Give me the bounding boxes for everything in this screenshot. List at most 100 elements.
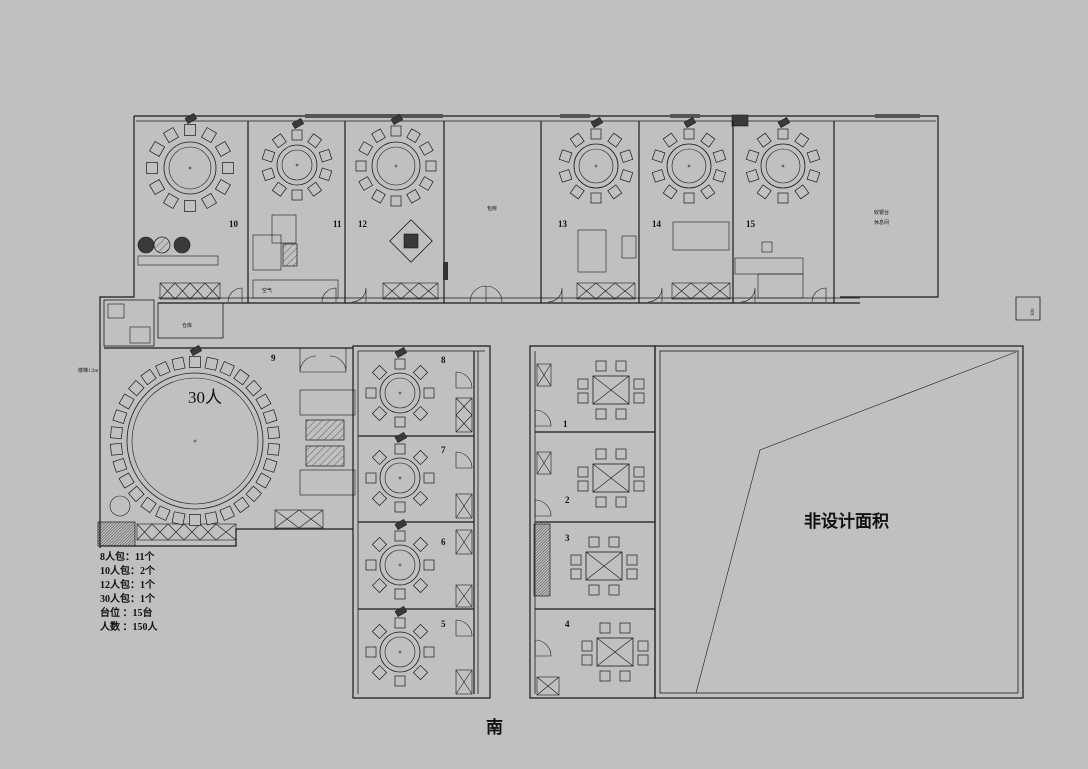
chair [608,584,620,596]
chair [700,184,716,200]
chair [619,622,631,634]
chair [756,132,772,148]
room-2-label: 2 [565,495,570,505]
chair [581,654,593,666]
chair [794,184,810,200]
chair [189,356,201,368]
table-room-7 [365,431,435,513]
chair [806,169,821,183]
chair [412,664,429,681]
chair [569,132,585,148]
chair [595,448,607,460]
summary-line: 8人包：11个 [100,550,155,563]
table-room-2 [577,448,645,508]
chair [599,622,611,634]
chair [112,409,128,424]
table-30-person [110,344,280,526]
chair [423,472,435,484]
chair [599,670,611,682]
chair [558,169,573,183]
chair [425,160,437,172]
chair [637,640,649,652]
chair [794,132,810,148]
chair [371,405,388,422]
chair [745,169,760,183]
chair [423,559,435,571]
table-room-6 [365,518,435,600]
room10-decor [137,236,219,266]
chair [222,162,234,174]
chair [128,379,145,397]
chair [371,449,388,466]
chair [423,387,435,399]
room-13-label: 13 [558,219,568,229]
svg-text:楼梯1:2m: 楼梯1:2m [78,367,98,374]
room-10-label: 10 [229,219,239,229]
chair [615,408,627,420]
table-room-3 [570,536,638,596]
chair [570,554,582,566]
chair [806,149,821,163]
chair [662,184,678,200]
chair [633,466,645,478]
chair [412,577,429,594]
non-design-area-label: 非设计面积 [804,511,889,532]
thirty-people-label: 30人 [188,388,222,407]
chair [271,181,287,197]
room-1-label: 1 [563,419,568,429]
room-11-label: 11 [333,219,342,229]
svg-text:收银台: 收银台 [874,209,889,216]
room13-lounge [577,229,637,273]
chair [355,160,367,172]
room-8-label: 8 [441,355,446,365]
table-room-4 [581,622,649,682]
chair [588,584,600,596]
non-design-area [654,345,1024,699]
table-room-15 [745,116,821,204]
chair [318,148,333,163]
central-counters [455,371,473,695]
chair [595,408,607,420]
chair [412,405,429,422]
chair [615,496,627,508]
room11-lounge [252,214,298,271]
svg-text:休息间: 休息间 [874,219,889,226]
chair [371,364,388,381]
chair [149,179,166,195]
chair [390,195,402,207]
chair [262,409,278,424]
chair [394,530,406,542]
chair [261,167,276,182]
chair [149,141,166,157]
chair [577,392,589,404]
chair [633,378,645,390]
chair [255,393,272,410]
chair [155,505,171,521]
west-wing-walls: 仓库 楼梯1:2m [78,299,356,547]
chair [204,511,219,526]
chair [184,124,196,136]
chair [700,132,716,148]
chair [595,496,607,508]
chair [394,358,406,370]
chair [712,149,727,163]
chair [371,490,388,507]
chair [569,184,585,200]
room14-lounge [672,221,730,251]
chair [307,133,323,149]
chair [201,127,217,144]
svg-text:300: 300 [1031,308,1036,316]
chair [756,184,772,200]
room-5-label: 5 [441,619,446,629]
chair [204,356,219,371]
summary-line: 10人包：2个 [100,564,156,577]
chair [128,485,145,503]
chair [371,623,388,640]
chair [171,511,186,526]
chair [683,192,695,204]
room-12-label: 12 [358,219,368,229]
svg-text:空气: 空气 [262,287,272,294]
chair [155,361,171,377]
chair [577,378,589,390]
chair [307,181,323,197]
